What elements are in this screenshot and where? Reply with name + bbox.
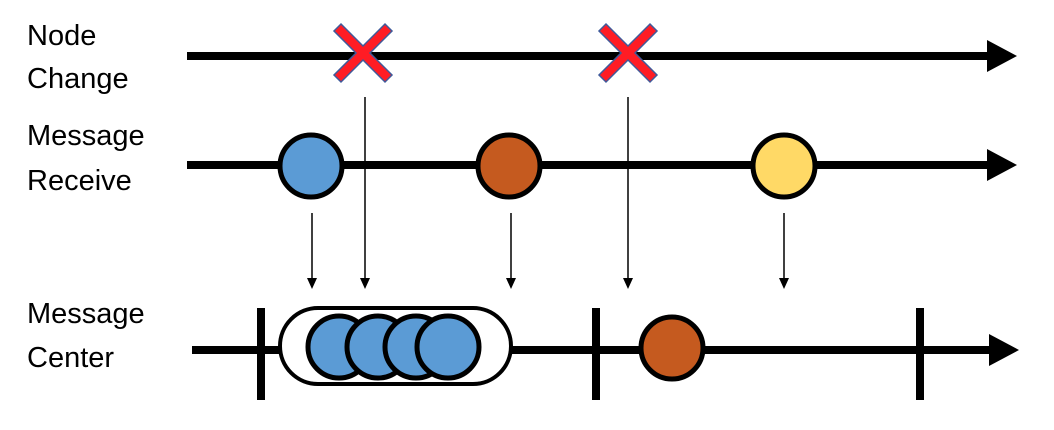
lane-label-line: Center bbox=[27, 342, 114, 374]
arrow-head-icon bbox=[360, 278, 370, 289]
x-mark-shape bbox=[332, 22, 394, 84]
arrow-head-icon bbox=[987, 149, 1017, 181]
timeline-node-change bbox=[187, 40, 1017, 72]
lane-label-message-center: Message Center bbox=[27, 298, 145, 374]
x-mark-icon bbox=[597, 22, 659, 84]
arrow-head-icon bbox=[307, 278, 317, 289]
lane-label-line: Receive bbox=[27, 165, 132, 197]
lane-label-line: Node bbox=[27, 20, 96, 52]
arrow-head-icon bbox=[989, 334, 1019, 366]
x-mark-icon bbox=[332, 22, 394, 84]
message-circle bbox=[277, 132, 345, 200]
message-batch-group bbox=[278, 306, 513, 386]
lane-label-message-receive: Message Receive bbox=[27, 120, 145, 197]
x-mark-shape bbox=[597, 22, 659, 84]
lane-label-line: Message bbox=[27, 120, 145, 152]
lane-label-line: Message bbox=[27, 298, 145, 330]
batched-message-circle bbox=[414, 313, 482, 381]
lane-label-node-change: Node Change bbox=[27, 20, 129, 95]
connector-arrows bbox=[307, 97, 789, 289]
message-circle bbox=[638, 314, 706, 382]
arrow-head-icon bbox=[623, 278, 633, 289]
message-circle bbox=[750, 132, 818, 200]
message-circle bbox=[475, 132, 543, 200]
arrow-head-icon bbox=[506, 278, 516, 289]
arrow-head-icon bbox=[987, 40, 1017, 72]
arrow-head-icon bbox=[779, 278, 789, 289]
lane-label-line: Change bbox=[27, 63, 129, 95]
